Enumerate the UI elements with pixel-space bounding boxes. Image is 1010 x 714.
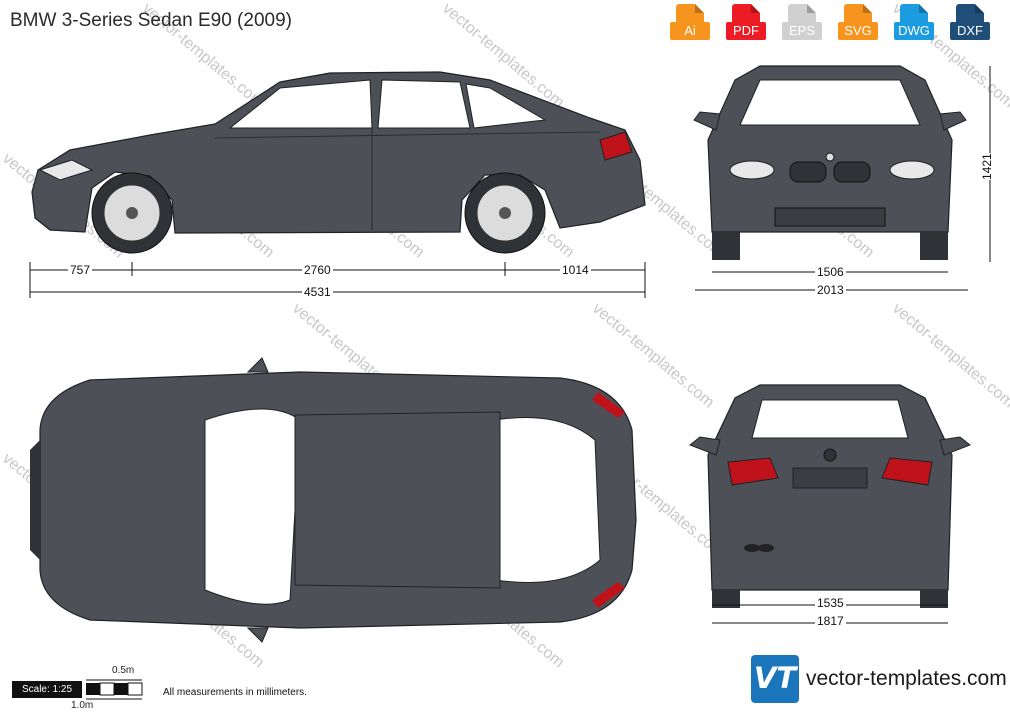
eps-format-icon[interactable]: EPS	[782, 4, 822, 48]
svg-label: SVG	[838, 22, 878, 40]
pdf-label: PDF	[726, 22, 766, 40]
top-view	[30, 357, 637, 643]
front-windshield	[739, 79, 921, 126]
dwg-label: DWG	[894, 22, 934, 40]
side-taillight	[599, 131, 633, 161]
dim-front-track: 1506	[815, 265, 846, 279]
ai-format-icon[interactable]: Ai	[670, 4, 710, 48]
top-windshield	[204, 408, 301, 605]
dim-wheelbase: 2760	[302, 263, 333, 277]
page-title: BMW 3-Series Sedan E90 (2009)	[10, 10, 292, 31]
eps-label: EPS	[782, 22, 822, 40]
top-taillight-lower	[592, 582, 625, 608]
top-taillight-upper	[592, 392, 625, 418]
front-mirror-left	[693, 111, 721, 131]
svg-format-icon[interactable]: SVG	[838, 4, 878, 48]
scale-label: Scale: 1:25	[12, 681, 82, 698]
dim-width-mirrors: 2013	[815, 283, 846, 297]
top-rear-window	[494, 417, 601, 583]
rear-view	[689, 384, 971, 608]
dim-rear-track: 1535	[815, 596, 846, 610]
rear-window	[751, 399, 909, 439]
top-roof	[294, 411, 501, 589]
side-headlight	[38, 159, 94, 181]
dxf-format-icon[interactable]: DXF	[950, 4, 990, 48]
dim-rear-overhang: 1014	[560, 263, 591, 277]
side-window-front	[228, 79, 373, 129]
pdf-format-icon[interactable]: PDF	[726, 4, 766, 48]
rear-taillight-left	[727, 457, 779, 486]
vt-logo-icon[interactable]: VT	[751, 655, 799, 703]
dxf-label: DXF	[950, 22, 990, 40]
dwg-format-icon[interactable]: DWG	[894, 4, 934, 48]
ai-label: Ai	[670, 22, 710, 40]
side-window-quarter	[465, 83, 547, 129]
side-window-rear	[377, 79, 471, 129]
dim-length: 4531	[302, 285, 333, 299]
dim-front-overhang: 757	[68, 263, 93, 277]
side-view	[31, 71, 646, 254]
scale-one-label: 1.0m	[71, 700, 94, 711]
rear-taillight-right	[881, 457, 933, 486]
front-view	[693, 65, 967, 260]
front-mirror-right	[939, 111, 967, 131]
brand-link[interactable]: vector-templates.com	[806, 667, 1007, 690]
dim-width: 1817	[815, 614, 846, 628]
dim-height: 1421	[980, 153, 994, 180]
scale-half-label: 0.5m	[112, 665, 135, 676]
vt-logo-text: VT	[753, 661, 797, 695]
measurement-note: All measurements in millimeters.	[163, 687, 307, 698]
scale-bar	[86, 679, 143, 700]
